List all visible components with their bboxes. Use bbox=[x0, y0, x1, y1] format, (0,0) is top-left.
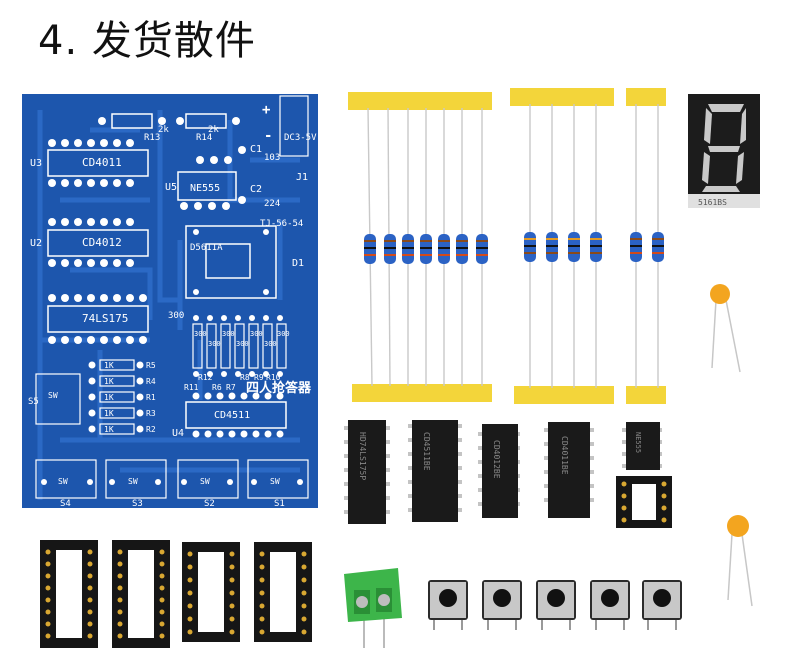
ic-socket-16pin bbox=[40, 540, 98, 648]
pcb-ref-d1: D1 bbox=[292, 258, 304, 269]
pcb-ref-r13: R13 bbox=[144, 133, 160, 143]
pcb-value-300: 300 bbox=[168, 311, 184, 321]
tactile-switch bbox=[428, 580, 468, 630]
pcb-minus-sign: - bbox=[264, 128, 272, 144]
pcb-label-74ls175: 74LS175 bbox=[82, 312, 128, 325]
chip-marking: CD4011BE bbox=[560, 436, 569, 475]
screw-terminal-block bbox=[344, 568, 402, 648]
pcb-ref-s2: S2 bbox=[204, 499, 215, 509]
pcb-seg-value: 300 bbox=[236, 340, 249, 348]
pcb-res-value: 1K bbox=[104, 377, 114, 386]
pcb-res-ref: R2 bbox=[146, 425, 156, 434]
pcb-ref-s1: S1 bbox=[274, 499, 285, 509]
pcb-label-cd4012: CD4012 bbox=[82, 236, 122, 249]
pcb-seg-ref: R11 bbox=[184, 383, 199, 392]
ceramic-capacitor bbox=[710, 284, 741, 373]
chip-marking: NE555 bbox=[634, 432, 642, 453]
pcb-ref-s5: S5 bbox=[28, 397, 39, 407]
pcb-res-value: 1K bbox=[104, 361, 114, 370]
ic-socket-14pin bbox=[254, 542, 312, 642]
pcb-seg-ref: R7 bbox=[226, 383, 236, 392]
pcb-seg-ref: R9 bbox=[254, 373, 264, 382]
pcb-res-value: 1K bbox=[104, 393, 114, 402]
pcb-value-r13: 2k bbox=[158, 125, 169, 135]
pcb-seg-ref: R6 bbox=[212, 383, 222, 392]
tactile-switch bbox=[482, 580, 522, 630]
pcb-switch-label: SW bbox=[270, 477, 280, 486]
chip-marking: CD4511BE bbox=[422, 432, 431, 471]
pcb-res-ref: R1 bbox=[146, 393, 156, 402]
dip-chip: CD4011BE bbox=[544, 422, 594, 518]
dip-chip-ne555: NE555 bbox=[622, 422, 662, 470]
pcb-ref-u3: U3 bbox=[30, 158, 42, 169]
pcb-ref-s4: S4 bbox=[60, 499, 71, 509]
pcb-label-ne555: NE555 bbox=[190, 183, 220, 194]
pcb-seg-value: 300 bbox=[208, 340, 221, 348]
pcb-res-value: 1K bbox=[104, 425, 114, 434]
pcb-display-label: D5611A bbox=[190, 243, 223, 253]
ceramic-capacitor bbox=[727, 515, 753, 607]
pcb-value-c1: 103 bbox=[264, 153, 280, 163]
pcb-res-ref: R4 bbox=[146, 377, 156, 386]
pcb-switch-label: SW bbox=[128, 477, 138, 486]
page-title: 4. 发货散件 bbox=[38, 18, 256, 64]
pcb-seg-value: 300 bbox=[277, 330, 290, 338]
dip-chip: CD4511BE bbox=[408, 420, 462, 522]
pcb-ref-u2: U2 bbox=[30, 238, 42, 249]
pcb-switch-label: SW bbox=[48, 391, 58, 400]
pcb-res-value: 1K bbox=[104, 409, 114, 418]
dip-chip: HD74LS175P bbox=[344, 420, 390, 524]
pcb-seg-value: 300 bbox=[250, 330, 263, 338]
tactile-switch bbox=[536, 580, 576, 630]
tactile-switch bbox=[590, 580, 630, 630]
pcb-product-name: 四人抢答器 bbox=[246, 380, 312, 396]
pcb-seg-value: 300 bbox=[264, 340, 277, 348]
pcb-res-ref: R3 bbox=[146, 409, 156, 418]
pcb-label-cd4011: CD4011 bbox=[82, 156, 122, 169]
resistor-strips bbox=[348, 88, 666, 404]
dip-chip: CD4012BE bbox=[478, 424, 520, 518]
pcb-seg-ref: R10 bbox=[266, 373, 281, 382]
pcb-seg-ref: R8 bbox=[240, 373, 250, 382]
pcb-seg-value: 300 bbox=[194, 330, 207, 338]
pcb-seg-ref: R12 bbox=[198, 373, 213, 382]
pcb-seg-value: 300 bbox=[222, 330, 235, 338]
pcb-ref-r14: R14 bbox=[196, 133, 212, 143]
pcb-power-label: DC3-5V bbox=[284, 133, 317, 143]
ic-socket-8pin bbox=[616, 476, 672, 528]
pcb-label-cd4511: CD4511 bbox=[214, 410, 250, 421]
pcb-board-id: TJ-56-54 bbox=[260, 219, 303, 229]
pcb-ref-u5: U5 bbox=[165, 182, 177, 193]
pcb-value-c2: 224 bbox=[264, 199, 280, 209]
pcb-pads bbox=[41, 117, 303, 485]
tactile-switch bbox=[642, 580, 682, 630]
pcb-value-r14: 2k bbox=[208, 125, 219, 135]
pcb-ref-s3: S3 bbox=[132, 499, 143, 509]
ic-socket-14pin bbox=[182, 542, 240, 642]
display-part-label: 5161BS bbox=[698, 198, 727, 207]
pcb-switch-label: SW bbox=[200, 477, 210, 486]
pcb-plus-sign: + bbox=[262, 102, 270, 118]
chip-marking: HD74LS175P bbox=[358, 432, 367, 480]
pcb-ref-u4: U4 bbox=[172, 428, 184, 439]
pcb-ref-j1: J1 bbox=[296, 172, 308, 183]
chip-marking: CD4012BE bbox=[492, 440, 501, 479]
pcb-board: CD4011 CD4012 74LS175 NE555 CD4511 U3 U2… bbox=[22, 94, 318, 509]
ic-socket-16pin bbox=[112, 540, 170, 648]
seven-segment-display: 5161BS bbox=[688, 94, 760, 208]
pcb-res-ref: R5 bbox=[146, 361, 156, 370]
pcb-ref-c2: C2 bbox=[250, 184, 262, 195]
pcb-switch-label: SW bbox=[58, 477, 68, 486]
pcb-ref-c1: C1 bbox=[250, 144, 262, 155]
